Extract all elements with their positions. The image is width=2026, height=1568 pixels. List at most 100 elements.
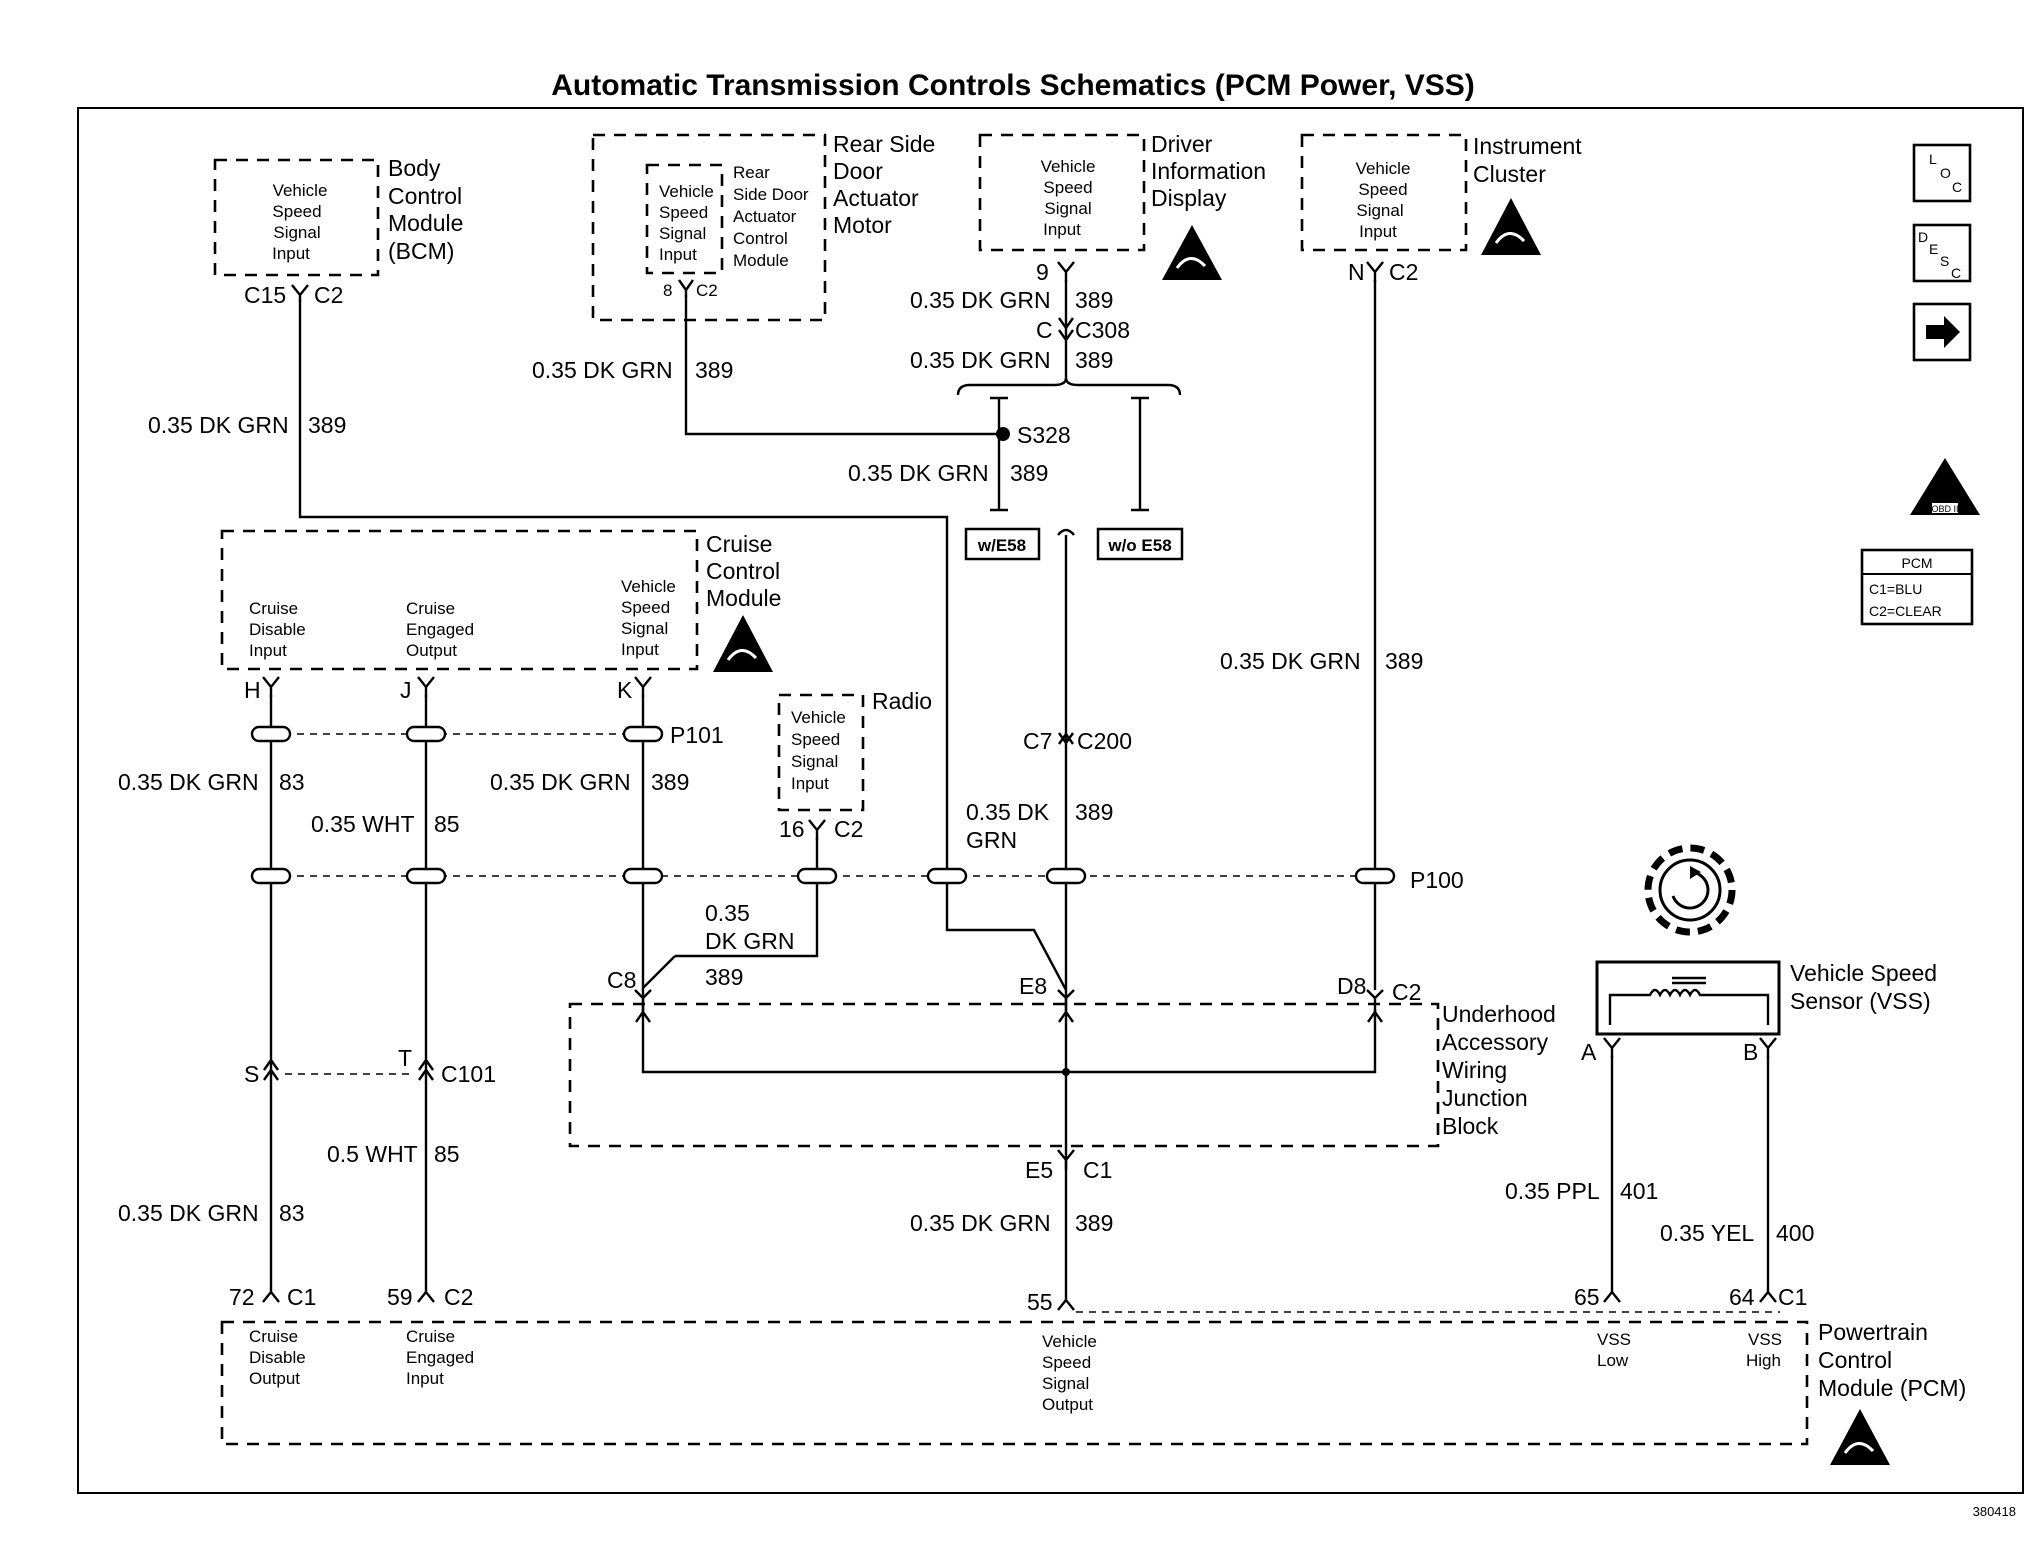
- c200-wire-label-1: 0.35 DK: [966, 799, 1050, 825]
- svg-text:Engaged: Engaged: [406, 1348, 474, 1367]
- woe58-tag: [1096, 527, 1184, 561]
- svg-text:Vehicle: Vehicle: [659, 182, 714, 201]
- pcm-terminal-55: [1057, 1298, 1075, 1311]
- vss-sensor-box: [1595, 960, 1781, 1036]
- radio-pin-c2: C2: [834, 816, 863, 842]
- svg-text:D: D: [1918, 229, 1928, 245]
- svg-text:Side Door: Side Door: [733, 185, 809, 204]
- svg-text:Vehicle: Vehicle: [791, 708, 846, 727]
- location-icon[interactable]: L O C: [1912, 143, 1972, 203]
- rear-door-input-box: [645, 163, 724, 275]
- cruise-box: [220, 529, 699, 671]
- pcm-pin-c1-right: C1: [1778, 1284, 1807, 1310]
- s328-wire-label: 0.35 DK GRN: [848, 460, 989, 486]
- pcm-connector-legend: PCM C1=BLU C2=CLEAR: [1860, 548, 1974, 626]
- cruise-pin-j: J: [400, 677, 412, 703]
- obd-ii-icon: OBD II: [1910, 458, 1980, 515]
- c101-pin-t: T: [398, 1045, 412, 1071]
- c308-label-c: C: [1036, 317, 1053, 343]
- rear-door-control-label: Rear Side Door Actuator Control Module: [733, 163, 809, 270]
- svg-text:Input: Input: [791, 774, 829, 793]
- svg-text:VSS: VSS: [1597, 1330, 1631, 1349]
- cluster-pin-c2: C2: [1389, 259, 1418, 285]
- svg-text:Instrument: Instrument: [1473, 133, 1582, 159]
- rear-door-pin-c2: C2: [696, 281, 718, 300]
- pcm-terminal-72: [262, 1290, 280, 1303]
- pcm-engaged-label: Cruise Engaged Input: [406, 1327, 474, 1388]
- vss-terminal-b: [1759, 1037, 1777, 1058]
- vss-sensor-label: Vehicle Speed Sensor (VSS): [1790, 960, 1937, 1014]
- c101-connector-t: [418, 1057, 434, 1081]
- radio-wire-circuit: 389: [705, 964, 743, 990]
- esd-warning-icon: [1830, 1409, 1890, 1465]
- pcm-vss-low-label: VSS Low: [1597, 1330, 1631, 1370]
- c200-wire-circuit: 389: [1075, 799, 1113, 825]
- c200-label-c7: C7: [1023, 728, 1052, 754]
- cluster-wire-circuit: 389: [1385, 648, 1423, 674]
- splice-s328-label: S328: [1017, 422, 1071, 448]
- gear-icon: [1644, 844, 1736, 936]
- vss-pin-a: A: [1581, 1039, 1597, 1065]
- svg-text:Signal: Signal: [1044, 199, 1091, 218]
- rear-door-module-label: Rear Side Door Actuator Motor: [833, 131, 935, 238]
- we58-tag: [964, 527, 1041, 561]
- svg-text:Module: Module: [388, 210, 463, 236]
- dic-pin-9: 9: [1036, 259, 1049, 285]
- cruise-module-label: Cruise Control Module: [706, 531, 781, 611]
- svg-text:O: O: [1940, 165, 1951, 181]
- svg-text:Module: Module: [706, 585, 781, 611]
- we58-label: w/E58: [977, 536, 1026, 555]
- svg-text:OBD II: OBD II: [1931, 504, 1958, 514]
- svg-text:Vehicle: Vehicle: [1042, 1332, 1097, 1351]
- svg-text:Display: Display: [1151, 185, 1227, 211]
- vss-coil: [1608, 988, 1770, 1025]
- bcm-pin-c15: C15: [244, 282, 286, 308]
- svg-text:Speed: Speed: [1358, 180, 1407, 199]
- cruise-engaged-wire-circuit: 85: [434, 811, 460, 837]
- p101-connector: [250, 725, 664, 743]
- c200-wire-label-2: GRN: [966, 827, 1017, 853]
- cluster-terminal: [1366, 261, 1384, 282]
- radio-wire-label-2: DK GRN: [705, 928, 794, 954]
- svg-text:Input: Input: [249, 641, 287, 660]
- pcm-pin-c1: C1: [287, 1284, 316, 1310]
- svg-text:Body: Body: [388, 155, 441, 181]
- svg-text:Vehicle: Vehicle: [1356, 159, 1411, 178]
- description-icon[interactable]: D E S C: [1912, 223, 1972, 283]
- svg-text:Disable: Disable: [249, 1348, 306, 1367]
- dic-wire2-label: 0.35 DK GRN: [910, 347, 1051, 373]
- svg-text:Cruise: Cruise: [706, 531, 772, 557]
- svg-text:(BCM): (BCM): [388, 238, 454, 264]
- next-arrow-icon[interactable]: [1912, 302, 1972, 362]
- svg-text:Output: Output: [249, 1369, 300, 1388]
- esd-warning-icon: [713, 615, 773, 672]
- svg-text:C: C: [1952, 179, 1962, 195]
- cruise-disable-wire-label: 0.35 DK GRN: [118, 769, 259, 795]
- junction-terminal-e8: [1057, 989, 1075, 1023]
- pcm-box: [220, 1320, 1809, 1446]
- vss-terminal-a: [1603, 1037, 1621, 1058]
- c308-label: C308: [1075, 317, 1130, 343]
- rear-door-pin-8: 8: [663, 281, 672, 300]
- vss-core: [1672, 976, 1706, 985]
- junction-block-box: [568, 1002, 1440, 1148]
- svg-text:Cruise: Cruise: [406, 599, 455, 618]
- svg-text:Input: Input: [1043, 220, 1081, 239]
- svg-text:C: C: [1951, 265, 1961, 281]
- pcm-pin-c2: C2: [444, 1284, 473, 1310]
- junction-pin-e5: E5: [1025, 1157, 1053, 1183]
- p101-label: P101: [670, 722, 724, 748]
- option-bracket-left: [990, 396, 1008, 512]
- pcm-pin-59: 59: [387, 1284, 413, 1310]
- rear-door-input-label: Vehicle Speed Signal Input: [659, 182, 714, 264]
- svg-text:Door: Door: [833, 158, 883, 184]
- radio-input-label: Vehicle Speed Signal Input: [791, 708, 846, 793]
- pcm-pin-55: 55: [1027, 1289, 1053, 1315]
- svg-text:Rear Side: Rear Side: [833, 131, 935, 157]
- s328-wire-circuit: 389: [1010, 460, 1048, 486]
- cruise-pin-h: H: [244, 677, 261, 703]
- dic-input-label: Vehicle Speed Signal Input: [1041, 157, 1096, 239]
- bcm-pin-c2: C2: [314, 282, 343, 308]
- cruise-vss-wire-label: 0.35 DK GRN: [490, 769, 631, 795]
- svg-text:Vehicle: Vehicle: [1041, 157, 1096, 176]
